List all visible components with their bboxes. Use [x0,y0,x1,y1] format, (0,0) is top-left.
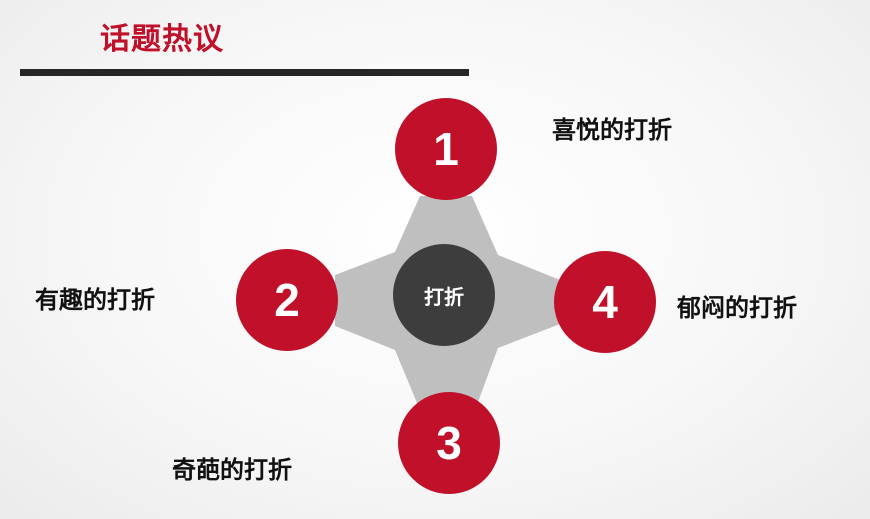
center-label: 打折 [424,284,464,309]
node-number-4: 4 [592,276,618,328]
node-circle-1 [395,98,497,200]
node-label-3: 奇葩的打折 [172,456,292,484]
title-underline [20,69,469,76]
node-label-4: 郁闷的打折 [677,294,797,322]
node-circle-2 [236,249,338,351]
node-label-2: 有趣的打折 [35,286,155,314]
node-circle-4 [554,251,656,353]
node-number-3: 3 [436,417,462,469]
slide-title: 话题热议 [100,22,224,57]
center-circle [393,244,495,346]
node-label-1: 喜悦的打折 [552,116,672,144]
node-number-2: 2 [274,274,300,326]
node-number-1: 1 [433,123,459,175]
node-circle-3 [398,392,500,494]
